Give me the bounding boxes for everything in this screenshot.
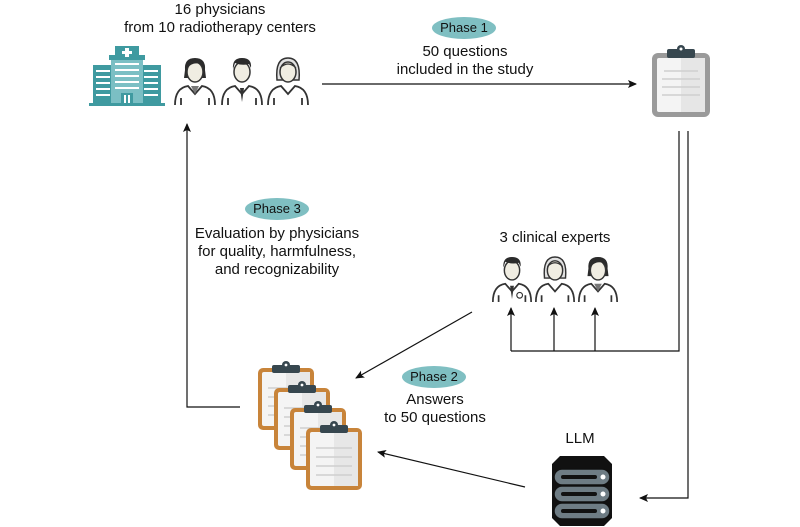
phase3-line3: and recognizability xyxy=(214,261,340,278)
phase2-line2: to 50 questions xyxy=(384,409,486,426)
phase1-badge: Phase 1 xyxy=(432,17,496,39)
physicians-subtitle: from 10 radiotherapy centers xyxy=(124,19,316,36)
clipboard-icon-questions xyxy=(652,45,710,117)
physician-icon-male xyxy=(221,58,263,106)
physician-icon-female-gray xyxy=(267,57,309,106)
arrow-questions-to-experts xyxy=(511,131,680,352)
phase3-line1: Evaluation by physicians xyxy=(194,225,360,242)
phase1-line1: 50 questions xyxy=(422,43,508,60)
phase3-line2: for quality, harmfulness, xyxy=(197,243,357,260)
expert-icon-female-gray xyxy=(535,256,575,302)
clipboard-icon-answers-stack xyxy=(257,360,363,490)
phase2-badge: Phase 2 xyxy=(402,366,466,388)
llm-title: LLM xyxy=(565,430,595,447)
arrow-llm-to-answers xyxy=(377,449,526,488)
arrow-answers-to-physicians xyxy=(183,123,240,408)
arrow-questions-to-llm xyxy=(639,131,689,502)
expert-icon-male xyxy=(492,257,532,302)
hospital-icon xyxy=(89,46,165,106)
physician-icon-female-dark xyxy=(174,58,216,106)
experts-title: 3 clinical experts xyxy=(499,229,611,246)
phase1-line2: included in the study xyxy=(396,61,534,78)
phase3-badge: Phase 3 xyxy=(245,198,309,220)
server-icon xyxy=(552,456,612,526)
arrow-experts-to-answers xyxy=(355,311,473,379)
phase2-line1: Answers xyxy=(406,391,464,408)
physicians-title: 16 physicians xyxy=(174,1,266,18)
expert-icon-female-dark xyxy=(578,257,618,302)
